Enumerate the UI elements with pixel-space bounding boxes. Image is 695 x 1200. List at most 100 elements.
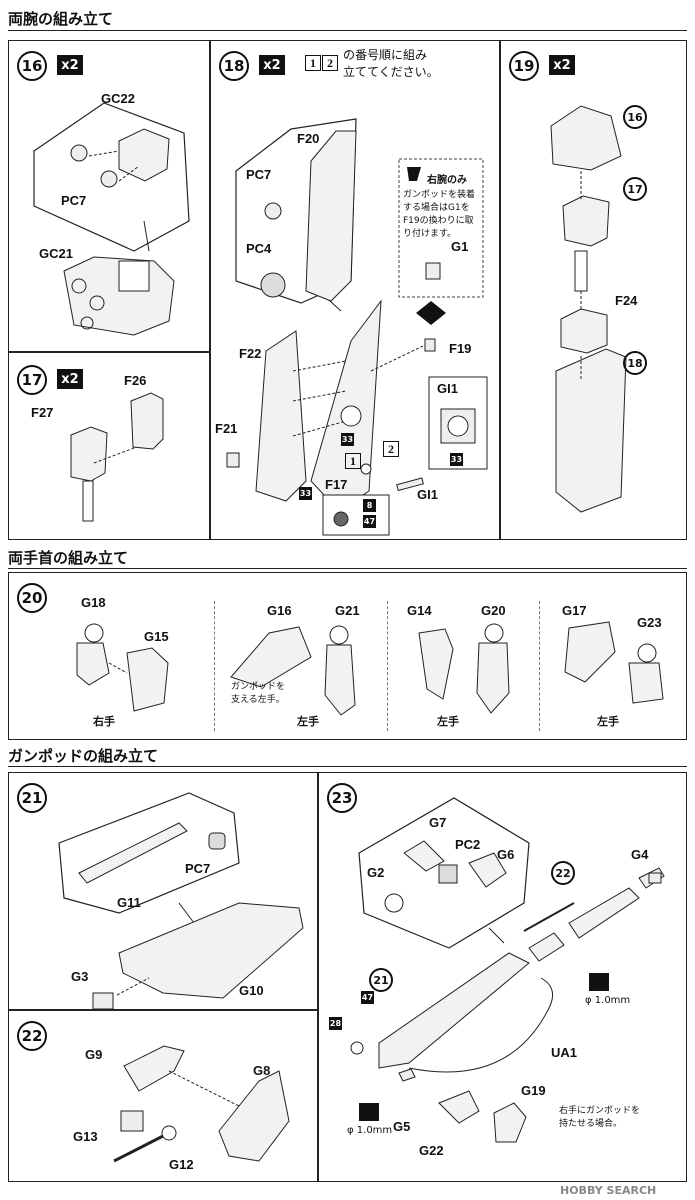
- step-19-panel: 19 x2 16 17 18 F24: [500, 40, 687, 540]
- section-title-wrists: 両手首の組み立て: [8, 549, 129, 567]
- marker-badge: 33: [299, 487, 312, 500]
- part-label: G15: [144, 629, 169, 644]
- group-divider: [539, 601, 540, 731]
- part-label: G7: [429, 815, 447, 830]
- drill-size-label: φ 1.0mm: [585, 995, 631, 1006]
- part-label: G14: [407, 603, 432, 618]
- marker-badge: 47: [363, 515, 376, 528]
- part-label: G18: [81, 595, 106, 610]
- group-divider: [387, 601, 388, 731]
- step-number: 18: [219, 51, 249, 81]
- step-number: 20: [17, 583, 47, 613]
- step-17-illustration: [70, 392, 164, 522]
- sequence-marker-1: 1: [345, 453, 361, 469]
- part-label: G20: [481, 603, 506, 618]
- multiplier-badge: x2: [549, 55, 575, 75]
- step-number: 21: [17, 783, 47, 813]
- part-label: G6: [497, 847, 515, 862]
- multiplier-badge: x2: [57, 55, 83, 75]
- ref-step-badge: 18: [623, 351, 647, 375]
- watermark: HOBBY SEARCH: [560, 1184, 657, 1197]
- section-rule: [8, 30, 687, 31]
- part-label: GC22: [101, 91, 135, 106]
- step-21-panel: 21 G11 PC7 G3 G10: [8, 772, 318, 1010]
- part-label: G4: [631, 847, 649, 862]
- part-label: PC4: [246, 241, 272, 256]
- multiplier-badge: x2: [57, 369, 83, 389]
- step-number: 23: [327, 783, 357, 813]
- part-label: G9: [85, 1047, 103, 1062]
- section-title-arms: 両腕の組み立て: [8, 10, 114, 28]
- part-label: G5: [393, 1119, 411, 1134]
- part-label: G22: [419, 1143, 444, 1158]
- hand-caption: 左手: [297, 716, 319, 728]
- part-label: PC7: [246, 167, 272, 182]
- hand-note: ガンポッドを 支える左手。: [231, 682, 286, 705]
- hand-caption: 左手: [437, 716, 459, 728]
- marker-badge: 33: [450, 453, 463, 466]
- section-title-gunpod: ガンポッドの組み立て: [8, 747, 159, 765]
- multiplier-badge: x2: [259, 55, 285, 75]
- part-label: GI1: [417, 487, 438, 502]
- step-19-illustration: [550, 105, 627, 513]
- ref-step-badge: 21: [369, 968, 393, 992]
- order-box-2: 2: [322, 55, 338, 71]
- marker-badge: 47: [361, 991, 374, 1004]
- part-label: G17: [562, 603, 587, 618]
- step-22-illustration: [113, 1045, 290, 1163]
- right-arm-only-label: 右腕のみ: [427, 175, 467, 186]
- group-divider: [214, 601, 215, 731]
- part-label: F17: [325, 477, 348, 492]
- part-label: G10: [239, 983, 264, 998]
- part-label: PC7: [185, 861, 211, 876]
- part-label: G8: [253, 1063, 271, 1078]
- ref-step-badge: 16: [623, 105, 647, 129]
- step-23-panel: 23 G7 PC2 G6 G2 G4 UA1 G5 G22 G19 22 21 …: [318, 772, 687, 1182]
- part-label: G11: [117, 895, 141, 910]
- step-17-panel: 17 x2 F26 F27: [8, 352, 210, 540]
- part-label: UA1: [551, 1045, 578, 1060]
- ref-step-badge: 22: [551, 861, 575, 885]
- hand-caption: 右手: [93, 716, 115, 728]
- order-instruction: の番号順に組み 立ててください。: [343, 48, 439, 79]
- part-label: G16: [267, 603, 292, 618]
- marker-badge: 28: [329, 1017, 342, 1030]
- section-rule: [8, 568, 687, 569]
- step-21-illustration: [58, 792, 304, 1010]
- part-label: G13: [73, 1129, 98, 1144]
- step-number: 17: [17, 365, 47, 395]
- part-label: F21: [215, 421, 238, 436]
- step-23-illustration: [350, 797, 665, 1143]
- ref-step-badge: 17: [623, 177, 647, 201]
- step-number: 19: [509, 51, 539, 81]
- part-label: G3: [71, 969, 89, 984]
- marker-badge: 8: [363, 499, 376, 512]
- part-label: GC21: [39, 246, 73, 261]
- step-22-panel: 22 G9 G8 G13 G12: [8, 1010, 318, 1182]
- part-label: GI1: [437, 381, 458, 396]
- drill-size-label: φ 1.0mm: [347, 1125, 393, 1136]
- section-rule: [8, 766, 687, 767]
- step-20-panel: 20 G18 G15 右手 G16 G21 ガンポッドを 支える左手。 左手 G…: [8, 572, 687, 740]
- part-label: G2: [367, 865, 385, 880]
- part-label: G12: [169, 1157, 194, 1172]
- part-label: F22: [239, 346, 262, 361]
- part-label: PC7: [61, 193, 87, 208]
- part-label: G21: [335, 603, 360, 618]
- step-16-illustration: [33, 102, 190, 336]
- part-label: F24: [615, 293, 638, 308]
- part-label: F19: [449, 341, 472, 356]
- step-number: 22: [17, 1021, 47, 1051]
- part-label: G1: [451, 239, 469, 254]
- part-label: G23: [637, 615, 662, 630]
- marker-badge: 33: [341, 433, 354, 446]
- part-label: F26: [124, 373, 147, 388]
- gunpod-mount-note: ガンポッドを装着 する場合はG1を F19の換わりに取 り付けます。: [403, 190, 476, 239]
- order-box-1: 1: [305, 55, 321, 71]
- part-label: PC2: [455, 837, 481, 852]
- step-20-illustration: [76, 621, 664, 716]
- gunpod-hand-note: 右手にガンポッドを 持たせる場合。: [559, 1106, 641, 1129]
- part-label: F27: [31, 405, 54, 420]
- part-label: F20: [297, 131, 320, 146]
- step-number: 16: [17, 51, 47, 81]
